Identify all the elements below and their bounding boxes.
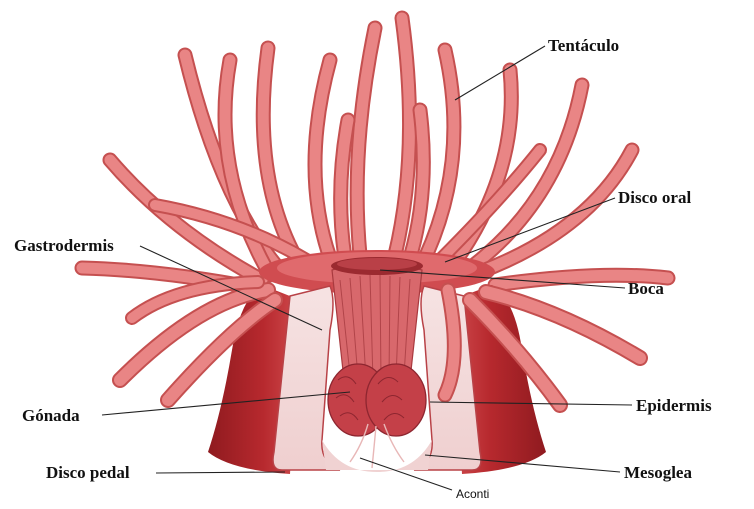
label-disco-pedal: Disco pedal xyxy=(46,463,130,482)
label-mesoglea: Mesoglea xyxy=(624,463,692,482)
label-tentaculo: Tentáculo xyxy=(548,36,619,55)
label-boca: Boca xyxy=(628,279,664,298)
gonad xyxy=(328,364,426,468)
label-disco-oral: Disco oral xyxy=(618,188,691,207)
pharynx xyxy=(331,257,423,386)
label-gastrodermis: Gastrodermis xyxy=(14,236,114,255)
tentacles-back xyxy=(82,18,668,288)
leader-disco-pedal xyxy=(156,472,285,473)
leader-tentaculo xyxy=(455,46,545,100)
label-aconti: Aconti xyxy=(456,487,489,501)
label-epidermis: Epidermis xyxy=(636,396,712,415)
label-gonada: Gónada xyxy=(22,406,80,425)
